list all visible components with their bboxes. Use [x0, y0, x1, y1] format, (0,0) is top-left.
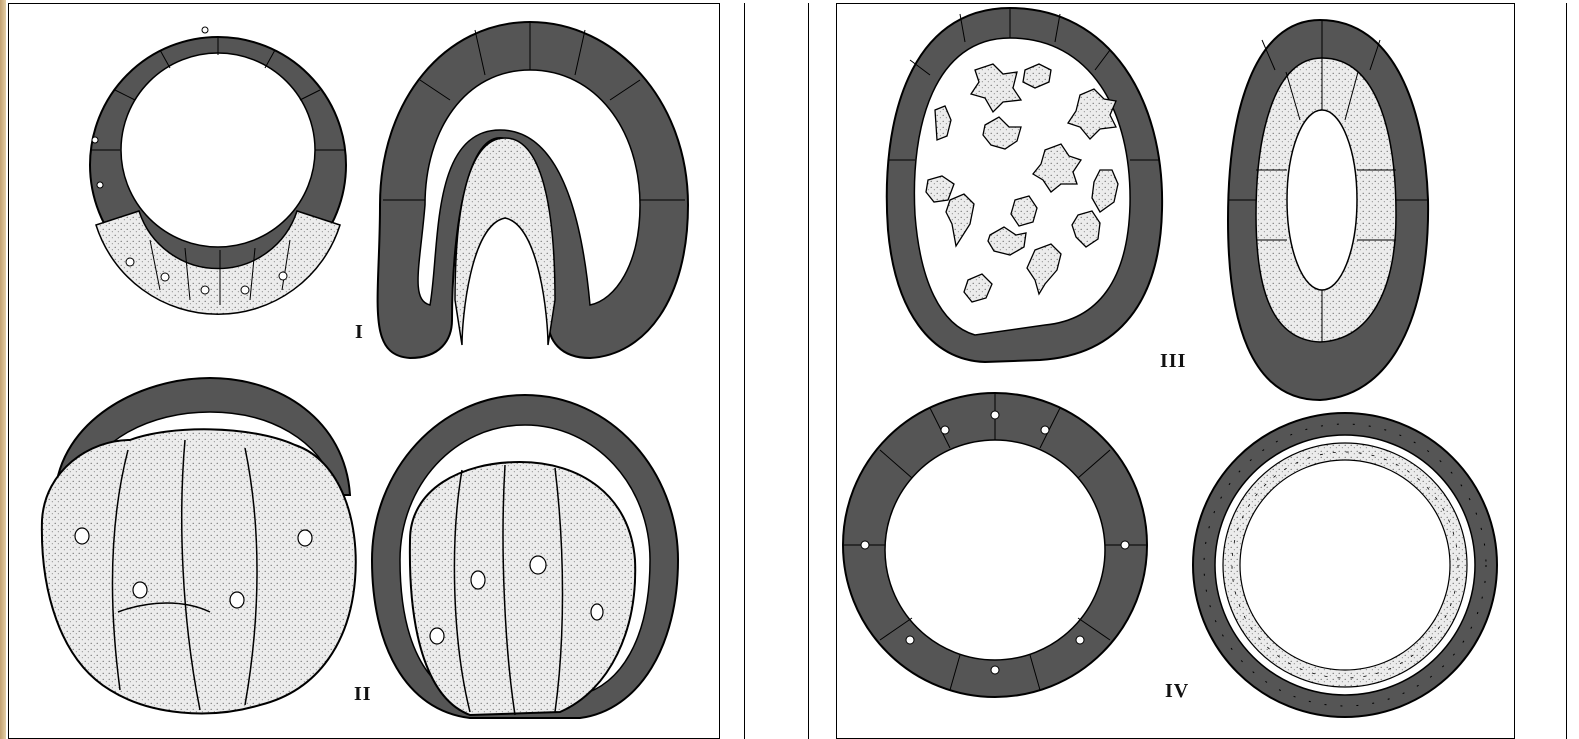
blastula-ring-drawing — [843, 393, 1147, 697]
blastula-drawing — [90, 27, 346, 314]
yolk-embryo-drawing — [42, 378, 356, 713]
stage-label-iii: III — [1160, 350, 1186, 373]
double-layer-ring-drawing — [1193, 413, 1497, 717]
mesenchyme-blastula-drawing — [887, 8, 1162, 362]
stage-label-i: I — [355, 321, 364, 344]
epiboly-embryo-drawing — [372, 395, 678, 718]
gastrula-invagination-drawing — [378, 22, 688, 358]
two-layer-elongated-drawing — [1228, 20, 1428, 400]
stage-label-iv: IV — [1165, 680, 1189, 703]
stage-label-ii: II — [354, 683, 372, 706]
